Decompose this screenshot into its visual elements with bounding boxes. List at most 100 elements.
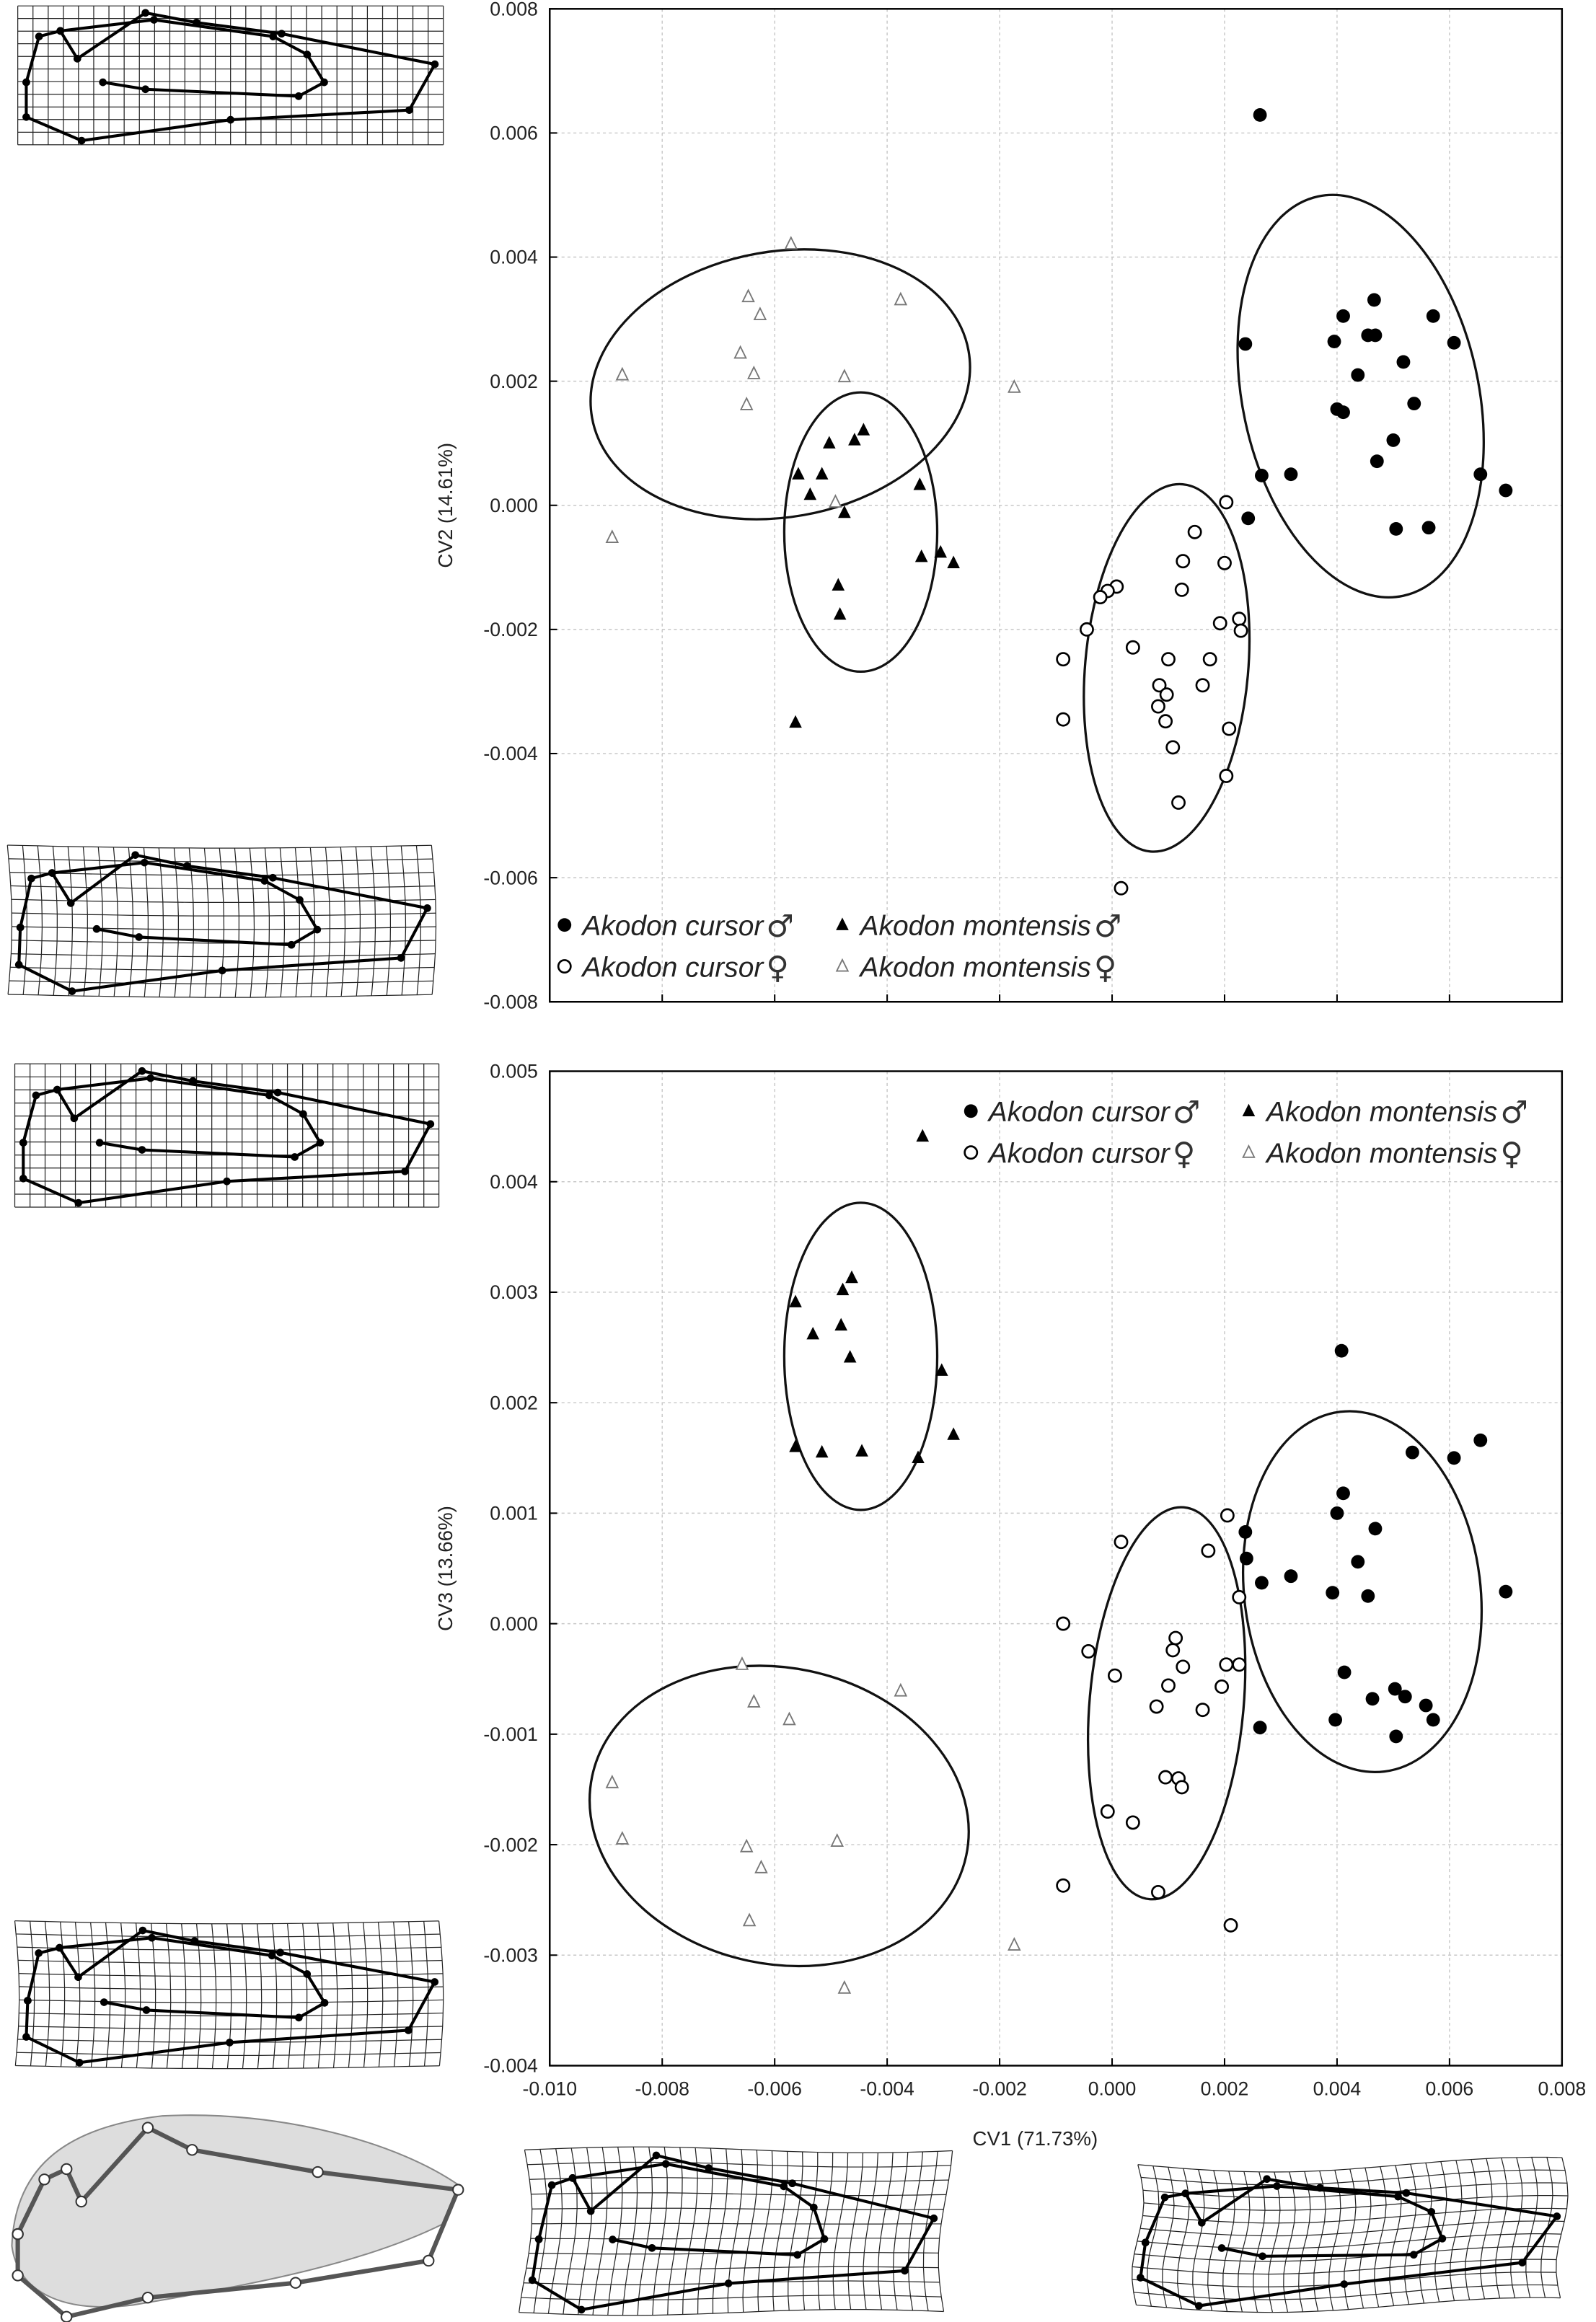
data-point — [1330, 1506, 1344, 1520]
data-point — [857, 423, 870, 436]
landmark-point — [268, 1951, 276, 1960]
grid-line — [577, 2147, 593, 2315]
y-tick-label: 0.004 — [490, 1171, 538, 1193]
deformation-grid — [519, 2146, 953, 2316]
legend-label: Akodon cursor — [581, 911, 764, 942]
landmark-point — [273, 1088, 282, 1097]
grid-line — [1147, 2166, 1160, 2307]
grid-line — [1143, 2194, 1569, 2211]
grid-line — [173, 847, 179, 997]
landmark-point — [61, 2163, 73, 2176]
data-point — [615, 1831, 630, 1845]
grid-line — [151, 1923, 156, 2069]
grid-line — [817, 2152, 834, 2310]
grid-line — [1162, 2167, 1175, 2308]
grid-line — [317, 1923, 323, 2068]
grid-line — [1389, 2165, 1402, 2306]
grid-line — [1374, 2166, 1387, 2308]
data-point — [1114, 1535, 1129, 1550]
data-point — [1187, 524, 1202, 539]
data-point — [1232, 1589, 1247, 1604]
data-point — [1334, 1343, 1349, 1358]
data-point — [1233, 623, 1248, 638]
grid-line — [242, 1923, 247, 2069]
data-point — [894, 291, 908, 306]
data-point — [1158, 1770, 1173, 1785]
grid-line — [1465, 2159, 1478, 2300]
data-point — [1174, 582, 1189, 597]
skull-photo-icon — [11, 2114, 464, 2322]
landmark-point — [22, 112, 30, 121]
grid-line — [11, 953, 436, 958]
grid-line — [878, 2152, 894, 2310]
data-point — [1195, 1703, 1210, 1718]
grid-line — [529, 2252, 939, 2255]
grid-line — [1525, 2157, 1538, 2298]
grid-line — [8, 858, 433, 862]
data-point — [1328, 1713, 1343, 1727]
grid-line — [11, 899, 436, 903]
grid-line — [532, 2207, 944, 2210]
grid-line — [519, 2150, 533, 2313]
grid-line — [682, 2147, 698, 2315]
landmark-point — [186, 2144, 198, 2156]
data-point — [753, 306, 767, 321]
data-point — [855, 1444, 868, 1457]
landmark-point — [1137, 2274, 1145, 2282]
y-tick-label: 0.000 — [490, 495, 538, 516]
landmark-point — [269, 32, 278, 40]
grid-line — [547, 2148, 563, 2314]
grid-line — [363, 1922, 369, 2067]
landmark-point — [138, 1146, 146, 1154]
grid-line — [1133, 2284, 1558, 2300]
data-point — [1008, 1937, 1021, 1951]
landmark-wireframe — [572, 2162, 826, 2256]
data-point — [605, 1774, 620, 1788]
grid-line — [10, 885, 435, 890]
data-point — [1125, 640, 1140, 655]
data-point — [837, 368, 852, 383]
grid-line — [431, 845, 437, 995]
landmark-point — [303, 50, 312, 58]
x-tick-label: -0.010 — [523, 2078, 578, 2099]
grid-line — [1253, 2171, 1266, 2313]
grid-line — [332, 1923, 338, 2068]
landmark-point — [135, 933, 144, 941]
grid-line — [60, 1922, 66, 2067]
grid-line — [697, 2147, 713, 2314]
grid-line — [530, 2238, 940, 2240]
data-point — [1255, 469, 1269, 482]
landmark-wireframe — [59, 1936, 327, 2019]
y-tick-label: -0.004 — [483, 2055, 538, 2077]
data-point — [1336, 1486, 1350, 1501]
grid-line — [863, 2153, 878, 2310]
grid-line — [772, 2151, 788, 2311]
landmark-point — [1258, 2252, 1266, 2261]
landmark-point — [1553, 2212, 1561, 2220]
landmark-point — [320, 1999, 329, 2007]
legend-label: Akodon montensis — [859, 952, 1091, 983]
data-point — [1212, 616, 1227, 631]
grid-line — [527, 2161, 951, 2168]
landmark-point — [226, 2039, 234, 2047]
data-point — [739, 1838, 754, 1853]
grid-line — [113, 847, 118, 997]
grid-line — [272, 1923, 278, 2069]
landmark-point — [35, 32, 43, 40]
landmark-point — [142, 2006, 151, 2014]
data-point — [1093, 590, 1108, 605]
landmark-point — [312, 2166, 324, 2178]
landmark-point — [291, 1153, 299, 1161]
data-point — [1253, 1721, 1267, 1735]
landmark-point — [22, 78, 30, 87]
landmark-point — [296, 896, 304, 904]
grid-line — [370, 846, 376, 996]
landmark-point — [295, 2013, 303, 2022]
data-point — [1238, 337, 1253, 351]
legend-label: Akodon montensis — [859, 911, 1091, 942]
data-point — [833, 606, 847, 620]
landmark-point — [1409, 2251, 1418, 2259]
legend-sex-symbol: ♂ — [1500, 1095, 1528, 1131]
legend-sex-symbol: ♀ — [1094, 950, 1117, 986]
